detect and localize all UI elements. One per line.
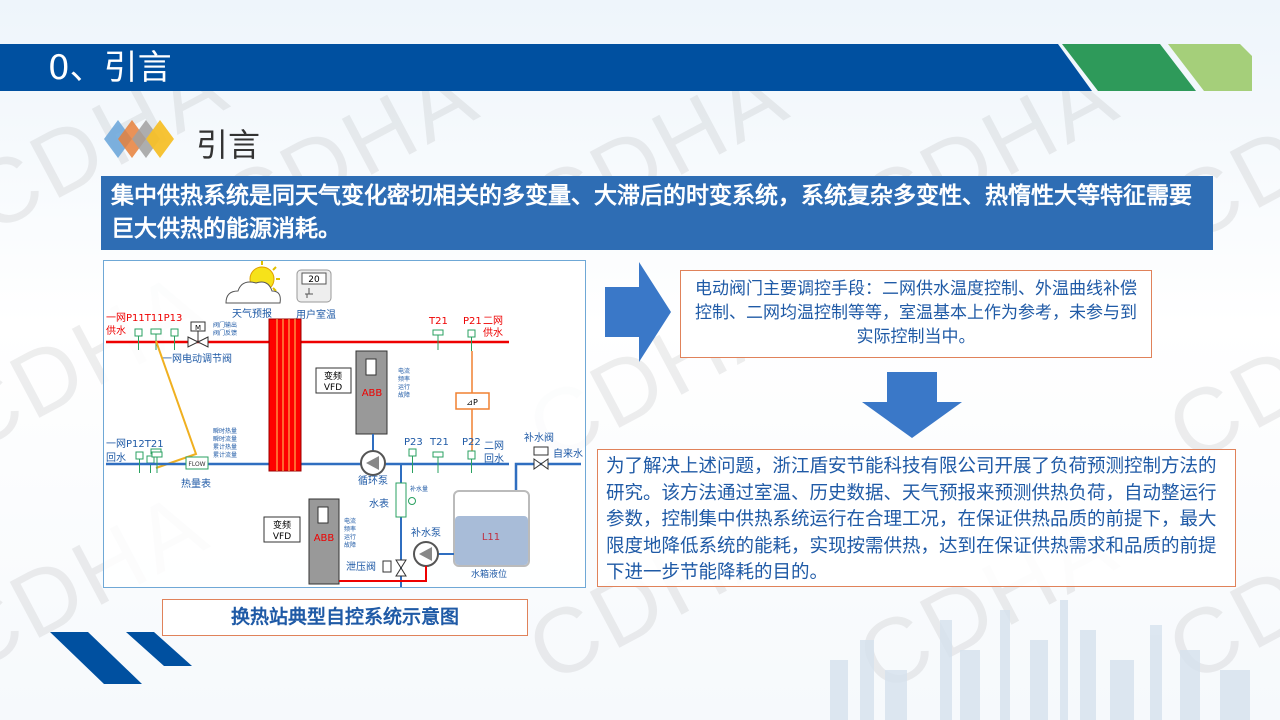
control-methods-text: 电动阀门主要调控手段：二网供水温度控制、外温曲线补偿控制、二网均温控制等等，室温…: [680, 270, 1152, 358]
t21-supply-label: T21: [428, 316, 448, 327]
circulation-pump-icon: [360, 450, 386, 476]
svg-text:ABB: ABB: [362, 388, 383, 399]
diamonds-icon: [104, 120, 174, 158]
room-temp-label: 用户室温: [296, 308, 336, 321]
svg-text:ABB: ABB: [314, 533, 335, 544]
diagram-caption: 换热站典型自控系统示意图: [162, 599, 528, 636]
makeup-valve-icon: [533, 446, 549, 470]
meter-label: 瞬时流量: [213, 435, 237, 443]
svg-text:20: 20: [308, 275, 320, 285]
vfd-label: VFD: [324, 383, 342, 393]
thermostat-icon: 20: [296, 269, 332, 303]
valve-feedback-label: 阀门反馈: [213, 329, 237, 337]
city-skyline-decoration: [830, 600, 1250, 720]
water-tank-icon: L11: [453, 490, 530, 567]
dp-label: ⊿P: [466, 398, 478, 407]
page-title: 0、引言: [48, 48, 172, 88]
svg-text:L11: L11: [482, 532, 500, 543]
drive-label: 电流: [344, 517, 356, 525]
t21-label: T21: [429, 437, 449, 448]
water-meter-icon: [395, 482, 407, 518]
secondary-supply-label: 供水: [483, 326, 503, 339]
makeup-pump-label: 补水泵: [411, 526, 441, 539]
intro-text: 集中供热系统是同天气变化密切相关的多变量、大滞后的时变系统，系统复杂多变性、热惰…: [101, 176, 1213, 250]
drive-label: 运行: [398, 383, 410, 391]
right-arrow-icon: [605, 262, 671, 362]
water-meter-label: 水表: [369, 497, 389, 510]
motorized-valve-icon: M: [187, 321, 209, 348]
header-banner: [0, 44, 1252, 91]
meter-label: 瞬时热量: [213, 427, 237, 435]
vfd-label: 变频: [324, 370, 342, 382]
heat-exchanger-icon: [268, 318, 302, 472]
tank-level-label: 水箱液位: [471, 568, 507, 580]
tap-water-label: 自来水: [553, 447, 583, 460]
abb-drive-icon: ABB: [308, 498, 340, 585]
weather-icon: [225, 261, 281, 304]
primary-return-sensors-label: 一网P12T21: [106, 438, 164, 450]
drive-label: 运行: [344, 533, 356, 541]
makeup-valve-label: 补水阀: [524, 431, 554, 444]
p21-label: P21: [463, 316, 482, 327]
drive-label: 故障: [398, 391, 410, 399]
relief-valve-label: 泄压阀: [346, 560, 376, 573]
p23-label: P23: [404, 437, 423, 448]
section-title: 引言: [196, 126, 261, 164]
drive-label: 故障: [344, 541, 356, 549]
drive-label: 电流: [398, 367, 410, 375]
primary-valve-label: 一网电动调节阀: [162, 352, 232, 365]
primary-supply-label: 供水: [106, 324, 126, 337]
svg-text:FLOW: FLOW: [188, 461, 205, 468]
valve-output-label: 阀门输出: [213, 321, 237, 329]
primary-return-label: 回水: [106, 452, 126, 464]
heat-station-diagram: 20 天气预报 用户室温 一网P11T11P13 供水 M 阀门输出 阀门反馈 …: [103, 260, 586, 588]
p22-label: P22: [462, 437, 481, 448]
svg-text:M: M: [195, 324, 201, 332]
primary-supply-sensors-label: 一网P11T11P13: [106, 312, 182, 324]
makeup-pump-icon: [413, 541, 439, 567]
down-arrow-icon: [862, 372, 962, 438]
secondary-supply-label: 二网: [483, 315, 503, 327]
circulation-pump-label: 循环泵: [358, 474, 388, 487]
differential-pressure-icon: [455, 392, 490, 410]
meter-label: 累计流量: [213, 451, 237, 459]
heat-meter-icon: FLOW: [185, 456, 209, 470]
heat-meter-label: 热量表: [181, 477, 211, 490]
abb-drive-icon: ABB: [355, 350, 388, 435]
relief-valve-icon: [382, 559, 407, 577]
corner-decoration: [50, 632, 192, 684]
sensor-icons: [134, 328, 179, 473]
drive-label: 频率: [344, 525, 356, 533]
secondary-return-label: 二网: [484, 440, 504, 452]
makeup-amount-label: 补水量: [410, 485, 428, 493]
secondary-return-label: 回水: [484, 453, 504, 465]
vfd-label: 变频: [273, 519, 291, 531]
weather-label: 天气预报: [232, 307, 272, 320]
drive-label: 频率: [398, 375, 410, 383]
meter-label: 累计热量: [213, 443, 237, 451]
vfd-label: VFD: [273, 532, 291, 542]
solution-text: 为了解决上述问题，浙江盾安节能科技有限公司开展了负荷预测控制方法的研究。该方法通…: [597, 449, 1236, 587]
